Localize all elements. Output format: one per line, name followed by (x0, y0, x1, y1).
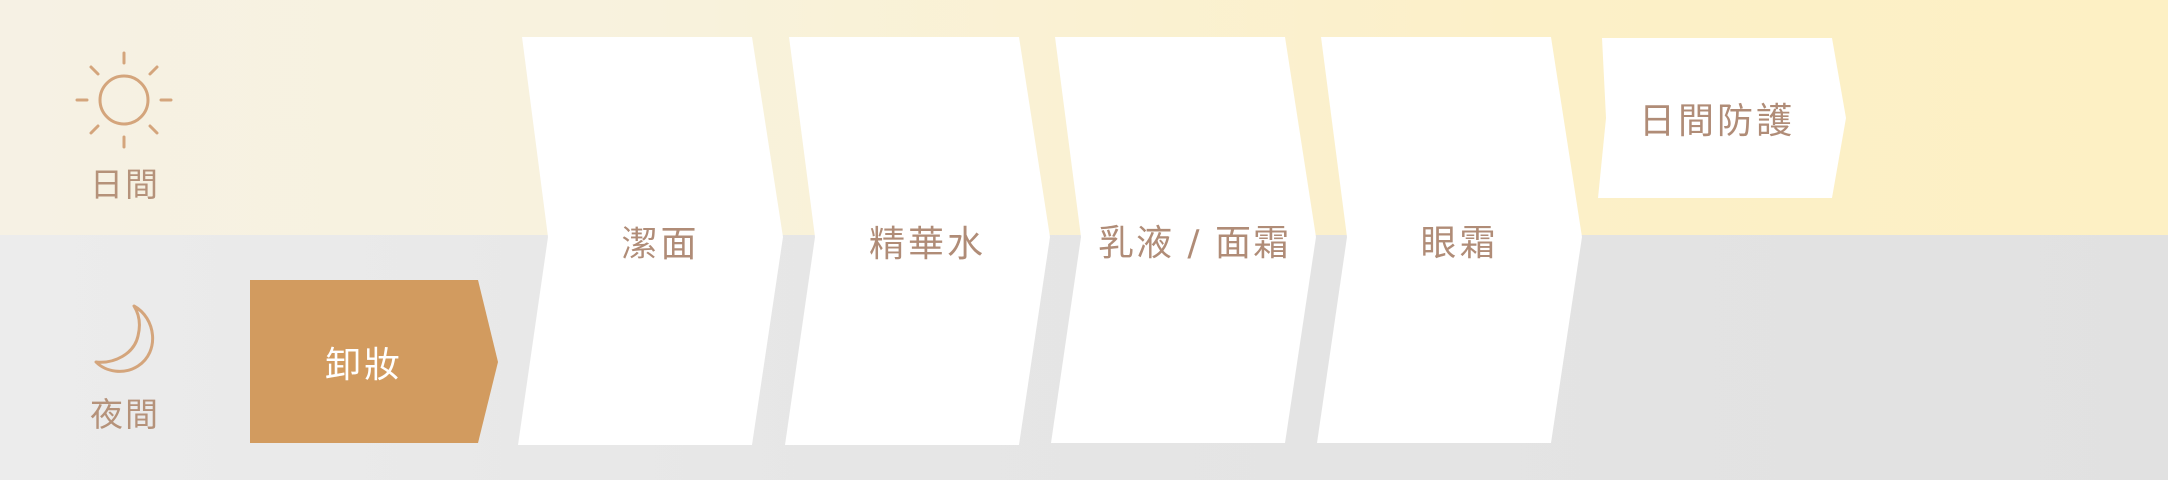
step-makeup-removal-label: 卸妝 (324, 344, 403, 386)
crescent-moon-icon (94, 304, 154, 373)
step-eye-cream-label: 眼霜 (1420, 223, 1499, 264)
step-essence-water-label: 精華水 (868, 224, 986, 265)
step-essence-water: 精華水 (785, 37, 1050, 445)
step-makeup-removal: 卸妝 (250, 280, 498, 443)
step-day-protection-label: 日間防護 (1638, 101, 1795, 142)
step-eye-cream: 眼霜 (1317, 37, 1582, 443)
step-lotion-cream-label: 乳液 / 面霜 (1097, 223, 1292, 264)
night-label: 夜間 (90, 395, 160, 434)
step-day-protection: 日間防護 (1598, 38, 1846, 198)
step-lotion-cream: 乳液 / 面霜 (1051, 37, 1316, 443)
step-cleansing-label: 潔面 (621, 224, 700, 265)
sun-icon (75, 51, 173, 149)
step-cleansing: 潔面 (518, 37, 783, 445)
day-label: 日間 (90, 165, 160, 204)
